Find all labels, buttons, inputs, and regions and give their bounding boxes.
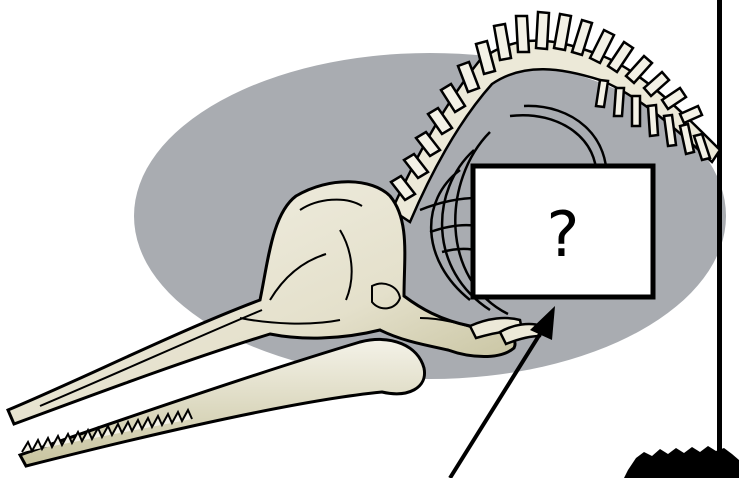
lower-jaw [20,340,425,466]
stand-base [624,446,739,478]
question-box: ? [473,166,653,297]
question-mark: ? [547,198,580,271]
stand-pole [717,0,722,468]
